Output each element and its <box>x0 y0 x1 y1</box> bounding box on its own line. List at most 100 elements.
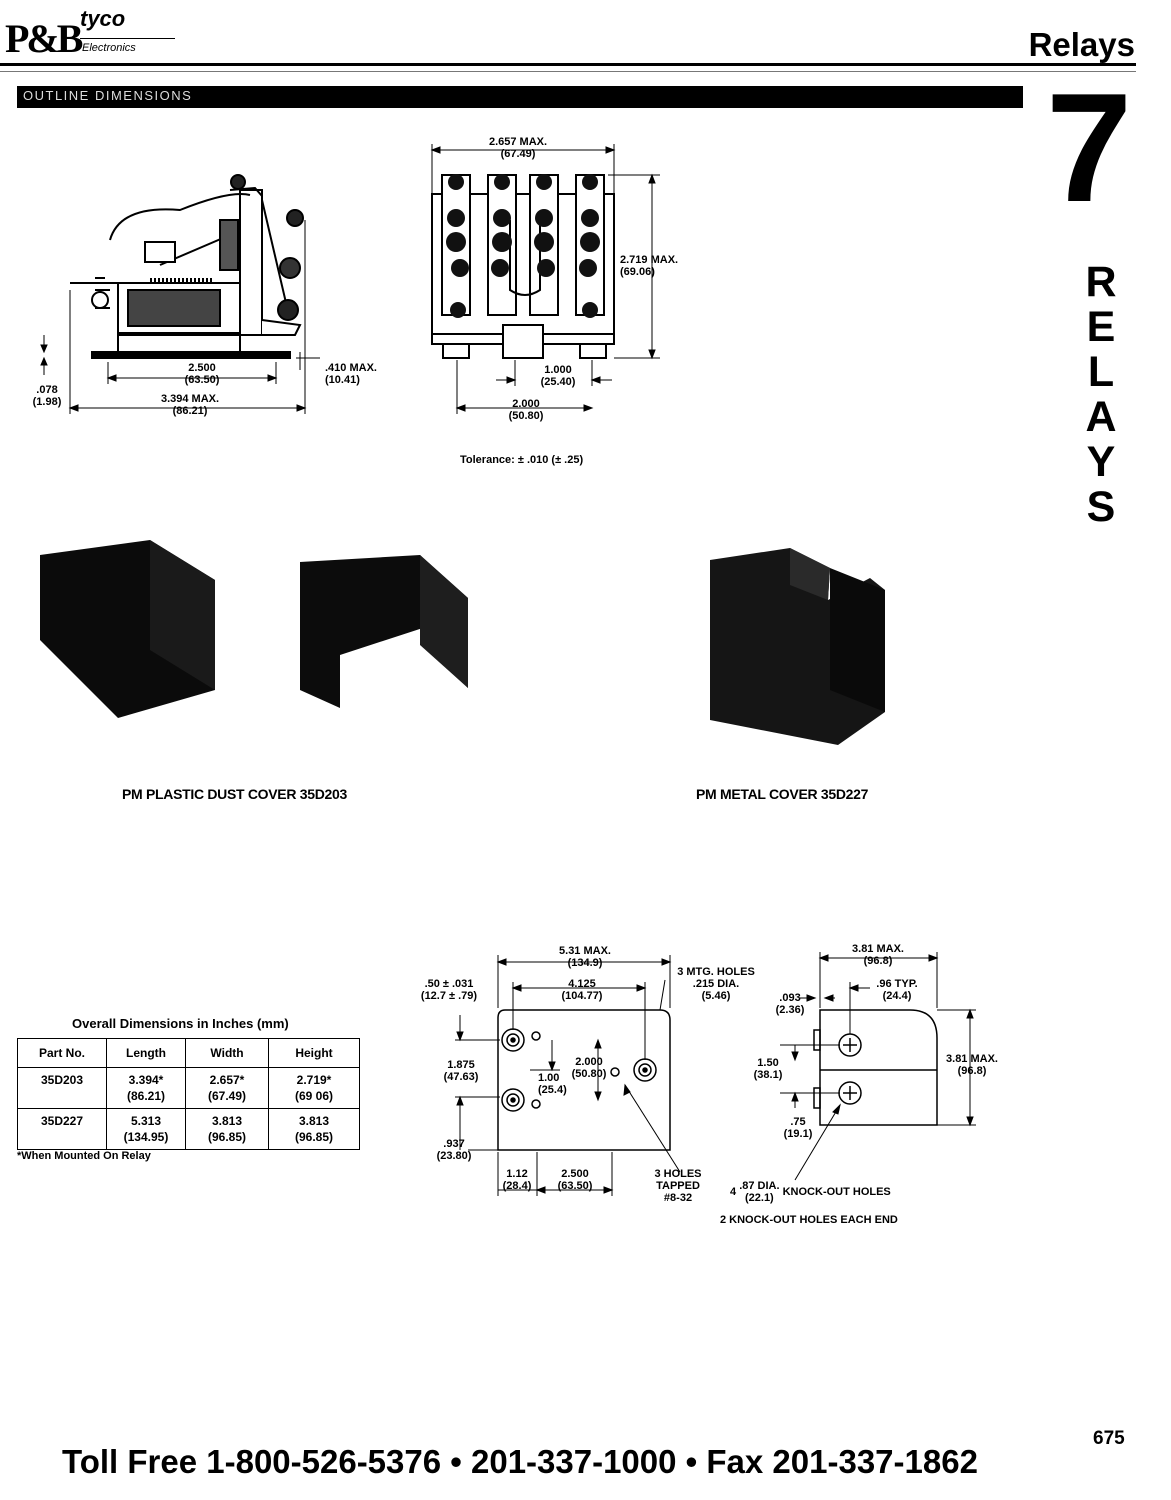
tapped-holes-label: 3 HOLES <box>654 1168 702 1180</box>
dim-1875-mm: (47.63) <box>443 1071 479 1083</box>
dim-150: 1.50 <box>757 1057 779 1069</box>
table-header: Length <box>106 1038 186 1068</box>
knockout-dia-mm: (22.1) <box>744 1192 774 1204</box>
dim-410: .410 MAX. <box>325 362 377 374</box>
header-rule <box>0 63 1136 66</box>
length-cell: 5.313 (134.95) <box>106 1108 186 1150</box>
dim-937: .937 <box>443 1138 465 1150</box>
section-title: Relays <box>1028 26 1135 63</box>
knockout-dia: .87 DIA. <box>739 1180 780 1192</box>
dim-3394-mm: (86.21) <box>172 405 208 417</box>
part-no-cell: 35D227 <box>17 1108 107 1150</box>
dim-100-mm: (25.4) <box>538 1084 567 1096</box>
tab-letter: L <box>1087 348 1115 396</box>
value-in: 2.657* <box>209 1073 245 1087</box>
width-cell: 3.813 (96.85) <box>185 1108 269 1150</box>
value-mm: (96.85) <box>294 1130 334 1144</box>
table-header-row: Part No. Length Width Height <box>17 1038 360 1068</box>
value-mm: (96.85) <box>207 1130 247 1144</box>
dim-050: .50 ± .031 <box>424 978 474 990</box>
dim-height-381-mm: (96.8) <box>957 1065 987 1077</box>
dim-112: 1.12 <box>506 1168 528 1180</box>
dim-4125-mm: (104.77) <box>561 990 603 1002</box>
table-row: 35D227 5.313 (134.95) 3.813 (96.85) 3.813 (… <box>17 1108 360 1150</box>
dim-2000-mm: (50.80) <box>571 1068 607 1080</box>
dim-span-mm: (50.80) <box>508 410 544 422</box>
header-rule-thin <box>0 71 1136 72</box>
dim-093-mm: (2.36) <box>775 1004 805 1016</box>
knockout-callout: 4 .87 DIA. (22.1) KNOCK-OUT HOLES <box>730 1180 891 1204</box>
dim-3394: 3.394 MAX. <box>160 393 220 405</box>
tolerance-note: Tolerance: ± .010 (± .25) <box>460 454 584 466</box>
pb-logo: P&B <box>5 16 83 61</box>
dim-112-mm: (28.4) <box>502 1180 532 1192</box>
dim-pitch: 1.000 <box>544 364 572 376</box>
width-cell: 2.657* (67.49) <box>185 1067 269 1109</box>
dim-050-mm: (12.7 ± .79) <box>420 990 478 1002</box>
tab-letter: S <box>1086 483 1116 531</box>
dim-2500: 2.500 <box>188 362 216 374</box>
tapped-holes-thread: #8-32 <box>663 1192 693 1204</box>
chapter-tab-letters: R E L A Y S <box>1078 260 1124 530</box>
dim-height-max-mm: (69.06) <box>620 266 655 278</box>
dim-side-381: 3.81 MAX. <box>852 943 904 955</box>
dim-1875: 1.875 <box>447 1059 475 1071</box>
dim-width-max-mm: (67.49) <box>500 148 536 160</box>
dim-cover-2500-mm: (63.50) <box>557 1180 593 1192</box>
dim-2000: 2.000 <box>575 1056 603 1068</box>
knockout-count: 4 <box>730 1186 737 1198</box>
table-row: 35D203 3.394* (86.21) 2.657* (67.49) 2.719… <box>17 1067 360 1109</box>
tyco-logo: tyco <box>80 6 126 31</box>
value-mm: (67.49) <box>207 1089 247 1103</box>
dim-height-max: 2.719 MAX. <box>620 254 679 266</box>
dim-096: .96 TYP. <box>876 978 918 990</box>
metal-cover-caption: PM METAL COVER 35D227 <box>696 786 869 802</box>
table-footnote: *When Mounted On Relay <box>17 1150 151 1162</box>
value-in: 3.813 <box>298 1114 330 1128</box>
dim-width-max: 2.657 MAX. <box>488 136 548 148</box>
value-mm: (134.95) <box>123 1130 169 1144</box>
dim-height-381: 3.81 MAX. <box>946 1053 998 1065</box>
dim-531-mm: (134.9) <box>567 957 603 969</box>
dim-150-mm: (38.1) <box>753 1069 783 1081</box>
dim-093: .093 <box>779 992 801 1004</box>
knockout-label: KNOCK-OUT HOLES <box>782 1186 891 1198</box>
dim-2500-mm: (63.50) <box>184 374 220 386</box>
part-no-cell: 35D203 <box>17 1067 107 1109</box>
page-number: 675 <box>1093 1428 1125 1449</box>
dim-100: 1.00 <box>538 1072 560 1084</box>
dim-078: .078 <box>36 384 58 396</box>
height-cell: 2.719*(69 06) <box>268 1067 360 1109</box>
length-cell: 3.394* (86.21) <box>106 1067 186 1109</box>
dim-side-381-mm: (96.8) <box>863 955 893 967</box>
dim-075-mm: (19.1) <box>783 1128 813 1140</box>
chapter-number: 7 <box>1046 61 1133 234</box>
knockout-note: 2 KNOCK-OUT HOLES EACH END <box>720 1214 898 1226</box>
table-header: Height <box>268 1038 360 1068</box>
dim-937-mm: (23.80) <box>436 1150 472 1162</box>
dim-pitch-mm: (25.40) <box>540 376 576 388</box>
dim-410-mm: (10.41) <box>325 374 360 386</box>
dim-cover-2500: 2.500 <box>561 1168 589 1180</box>
mtg-holes-label: 3 MTG. HOLES <box>677 966 755 978</box>
value-mm: (86.21) <box>126 1089 166 1103</box>
height-cell: 3.813 (96.85) <box>268 1108 360 1150</box>
value-in: 3.394* <box>128 1073 164 1087</box>
mtg-holes-mm: (5.46) <box>701 990 731 1002</box>
dim-075: .75 <box>790 1116 806 1128</box>
value-in: 2.719* <box>296 1073 332 1087</box>
logo-rule <box>80 38 175 39</box>
tab-letter: A <box>1085 393 1117 441</box>
section-band <box>17 86 1023 108</box>
plastic-cover-caption: PM PLASTIC DUST COVER 35D203 <box>122 786 347 802</box>
contact-footer: Toll Free 1-800-526-5376 • 201-337-1000 … <box>62 1443 978 1480</box>
value-in: 3.813 <box>211 1114 243 1128</box>
mtg-holes-dia: .215 DIA. <box>692 978 740 990</box>
dim-078-mm: (1.98) <box>32 396 62 408</box>
value-in: 5.313 <box>130 1114 162 1128</box>
tab-letter: R <box>1085 258 1117 306</box>
